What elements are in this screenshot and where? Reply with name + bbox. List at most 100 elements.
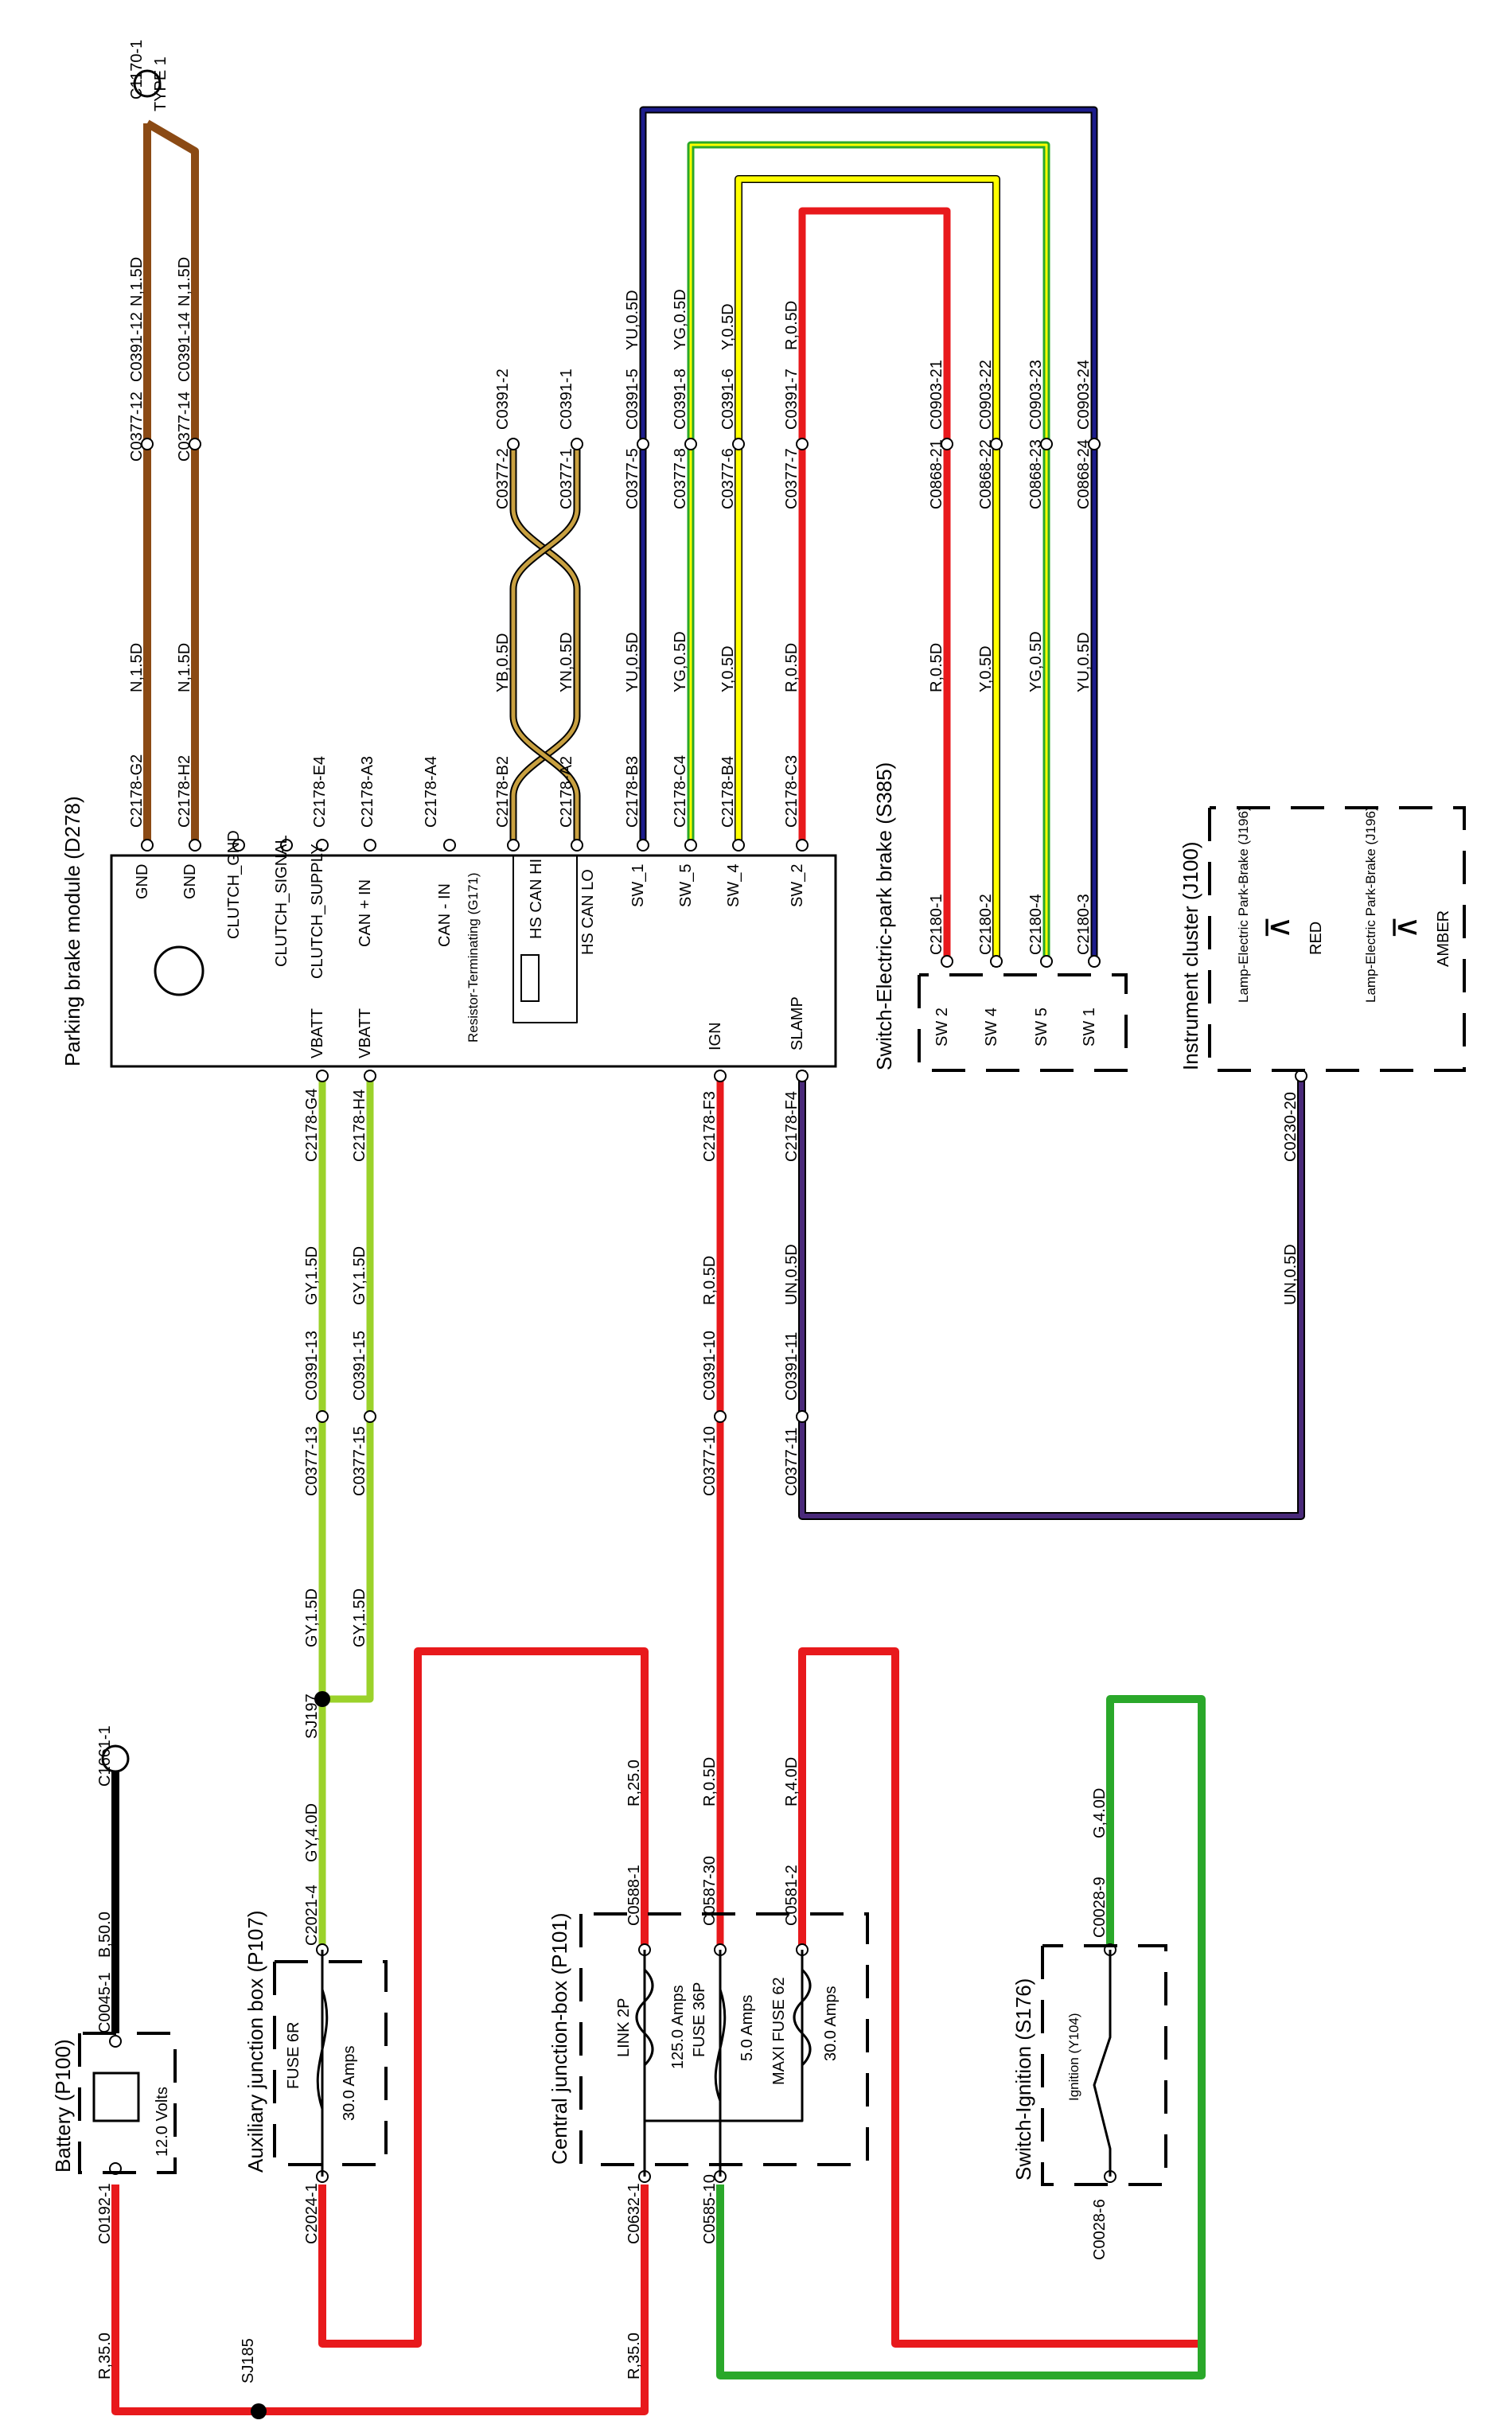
wire-can-lo-tan xyxy=(511,450,579,850)
label-c2178-b3: C2178-B3 xyxy=(624,756,641,828)
label-c2178-b2: C2178-B2 xyxy=(494,756,512,828)
label-c0868-21: C0868-21 xyxy=(928,439,945,509)
wire-can-hi-tan xyxy=(511,450,579,850)
label-gy40: GY,4.0D xyxy=(303,1803,321,1862)
label-yg05-c: YG,0.5D xyxy=(1027,631,1045,692)
label-c2178-g2: C2178-G2 xyxy=(128,754,146,828)
pin-gnd-2: GND xyxy=(181,864,199,899)
label-c0391-14: C0391-14 xyxy=(176,312,193,382)
label-c2178-a3: C2178-A3 xyxy=(359,756,376,828)
wire-y xyxy=(735,175,1000,967)
label-c0391-15: C0391-15 xyxy=(351,1331,368,1401)
title-parking-brake: Parking brake module (D278) xyxy=(60,796,84,1066)
label-r40: R,4.0D xyxy=(783,1757,801,1806)
label-lamp2-color: AMBER xyxy=(1435,910,1452,967)
sw-pin-1: SW 1 xyxy=(1081,1007,1098,1046)
label-c2178-c3: C2178-C3 xyxy=(783,755,801,828)
label-c0585-10: C0585-10 xyxy=(701,2174,719,2244)
wire-brown-2 xyxy=(145,119,199,850)
pin-slamp: SLAMP xyxy=(789,996,806,1050)
label-fuse-rating: 5.0 Amps xyxy=(738,1995,756,2061)
label-c0377-10: C0377-10 xyxy=(701,1426,719,1496)
label-c0903-22: C0903-22 xyxy=(977,360,995,430)
label-link-2p: LINK 2P xyxy=(615,1998,633,2057)
label-c2178-f4: C2178-F4 xyxy=(783,1091,801,1162)
title-aux-box: Auxiliary junction box (P107) xyxy=(244,1911,267,2173)
connector-symbols xyxy=(109,438,1307,2183)
label-gy15-c: GY,1.5D xyxy=(303,1588,321,1647)
pin-sw5: SW_5 xyxy=(677,864,695,907)
label-r250: R,25.0 xyxy=(625,1760,643,1806)
label-c0587-30: C0587-30 xyxy=(701,1856,719,1926)
label-resistor: Resistor-Terminating (G171) xyxy=(466,872,481,1043)
terminal-c1170 xyxy=(133,69,162,98)
label-c1661: C1661-1 xyxy=(96,1725,114,1787)
label-c2178-g4: C2178-G4 xyxy=(303,1089,321,1162)
pin-sw2: SW_2 xyxy=(789,864,806,907)
label-y05-b: Y,0.5D xyxy=(719,303,737,350)
label-maxi-rating: 30.0 Amps xyxy=(822,1986,840,2061)
label-y05-c: Y,0.5D xyxy=(977,645,995,692)
label-c0632-1: C0632-1 xyxy=(625,2183,643,2244)
label-gy15-a: GY,1.5D xyxy=(303,1246,321,1305)
ign-switch-contact xyxy=(1093,1950,1112,2177)
pin-ign: IGN xyxy=(707,1022,724,1050)
label-c0377-1: C0377-1 xyxy=(558,448,575,509)
wire-yg-inner xyxy=(689,143,1048,967)
label-c0028-6: C0028-6 xyxy=(1091,2199,1109,2260)
wire-gy-2 xyxy=(322,1070,374,1703)
label-c0581-2: C0581-2 xyxy=(783,1865,801,1926)
wire-r-sw2 xyxy=(798,207,951,967)
title-cluster: Instrument cluster (J100) xyxy=(1179,841,1202,1070)
label-c0377-15: C0377-15 xyxy=(351,1426,368,1496)
title-cjb: Central junction-box (P101) xyxy=(548,1913,571,2165)
label-c0377-14: C0377-14 xyxy=(176,392,193,462)
label-c0192: C0192-1 xyxy=(96,2183,114,2244)
label-c2178-a4: C2178-A4 xyxy=(423,756,440,828)
resistor-wires xyxy=(512,855,578,1023)
wire-r35 xyxy=(111,2185,649,2415)
aux-box xyxy=(273,1960,388,2166)
label-c2178-h4: C2178-H4 xyxy=(351,1089,368,1162)
label-r05-c: R,0.5D xyxy=(928,643,945,692)
label-c0868-23: C0868-23 xyxy=(1027,439,1045,509)
label-n15-a: N,1.5D xyxy=(128,643,146,692)
label-aux-rating: 30.0 Amps xyxy=(341,2045,358,2121)
wire-r-aux xyxy=(318,1647,649,2348)
wire-yu xyxy=(639,106,1098,967)
label-c0391-12: C0391-12 xyxy=(128,312,146,382)
title-battery: Battery (P100) xyxy=(51,2039,75,2173)
label-c2180-2: C2180-2 xyxy=(977,894,995,955)
label-c2024-1: C2024-1 xyxy=(303,2183,321,2244)
label-yn05: YN,0.5D xyxy=(558,632,575,692)
label-yg05-b: YG,0.5D xyxy=(672,289,689,350)
lamp-red-icon: ⊼ xyxy=(1261,916,1296,939)
maxi-fuse-62-icon xyxy=(793,1968,812,2067)
label-c0377-6: C0377-6 xyxy=(719,448,737,509)
label-c0868-22: C0868-22 xyxy=(977,439,995,509)
wire-un-black xyxy=(798,1070,1305,1520)
label-c2178-b4: C2178-B4 xyxy=(719,756,737,828)
label-yu05-a: YU,0.5D xyxy=(624,632,641,692)
label-r05-b: R,0.5D xyxy=(783,301,801,350)
title-ign-switch: Switch-Ignition (S176) xyxy=(1011,1978,1035,2181)
label-c0391-8: C0391-8 xyxy=(672,368,689,430)
pin-hs-can-hi: HS CAN HI xyxy=(528,859,545,939)
label-c2178-h2: C2178-H2 xyxy=(176,755,193,828)
label-c2021-4: C2021-4 xyxy=(303,1884,321,1946)
label-battery-voltage: 12.0 Volts xyxy=(154,2087,171,2157)
label-c1170: C1170-1 xyxy=(128,40,146,99)
sw-pin-4: SW 4 xyxy=(983,1007,1000,1046)
pin-sw1: SW_1 xyxy=(629,864,647,907)
ign-switch-box xyxy=(1041,1944,1167,2186)
label-c0391-10: C0391-10 xyxy=(701,1331,719,1401)
sw-pin-2: SW 2 xyxy=(933,1007,951,1046)
label-yu05-b: YU,0.5D xyxy=(624,290,641,350)
title-switch-epb: Switch-Electric-park brake (S385) xyxy=(872,762,896,1070)
label-c0377-2: C0377-2 xyxy=(494,448,512,509)
label-gy15-d: GY,1.5D xyxy=(351,1588,368,1647)
label-c0391-13: C0391-13 xyxy=(303,1331,321,1401)
parking-brake-module-box xyxy=(110,854,837,1068)
label-c0377-11: C0377-11 xyxy=(783,1428,801,1496)
